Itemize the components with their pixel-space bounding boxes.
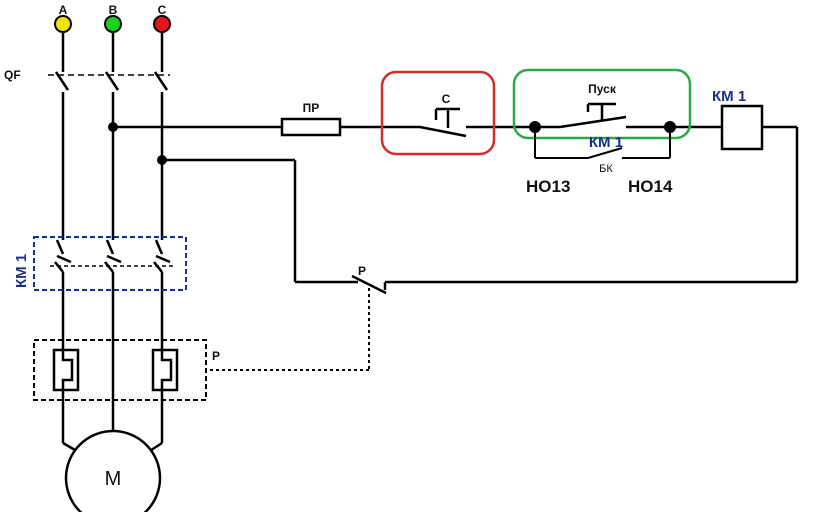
- phase-b-indicator: B: [104, 3, 122, 33]
- thermal-relay: Р: [33, 339, 220, 401]
- km1-coil: КМ 1: [712, 88, 764, 151]
- stop-label: С: [442, 92, 451, 106]
- km1-aux-label: КМ 1: [589, 134, 623, 151]
- main-phase-wires: [61, 32, 164, 462]
- phase-b-lamp: [104, 15, 122, 33]
- stop-button: С: [380, 70, 496, 156]
- bk-label: БК: [599, 163, 613, 175]
- fuse-label: ПР: [303, 101, 320, 115]
- start-button: Пуск: [512, 68, 692, 140]
- qf-circuit-breaker: [48, 71, 170, 91]
- relay-contact-label: Р: [358, 264, 366, 278]
- km1-contacts-label: КМ 1: [13, 254, 30, 288]
- control-circuit-wires: [113, 125, 799, 284]
- fuse-pr: ПР: [280, 101, 342, 137]
- relay-contact-p: Р: [206, 264, 387, 371]
- start-highlight: [512, 68, 692, 140]
- qf-label: QF: [4, 68, 21, 82]
- phase-a-lamp: [54, 15, 72, 33]
- motor-label: М: [105, 468, 122, 490]
- phase-a-label: A: [59, 3, 68, 17]
- thermal-relay-label: Р: [212, 349, 220, 363]
- phase-b-label: B: [109, 3, 118, 17]
- no14-label: НО14: [628, 177, 673, 196]
- phase-c-indicator: C: [153, 3, 171, 33]
- motor: М: [64, 429, 162, 512]
- phase-c-label: C: [158, 3, 167, 17]
- phase-a-indicator: A: [54, 3, 72, 33]
- stop-highlight: [380, 70, 496, 156]
- phase-c-lamp: [153, 15, 171, 33]
- start-label: Пуск: [588, 82, 617, 96]
- km1-coil-label: КМ 1: [712, 88, 746, 105]
- km1-aux-contact: КМ 1 БК: [534, 127, 671, 175]
- km1-main-contacts: КМ 1: [13, 236, 187, 291]
- no13-label: НО13: [526, 177, 570, 196]
